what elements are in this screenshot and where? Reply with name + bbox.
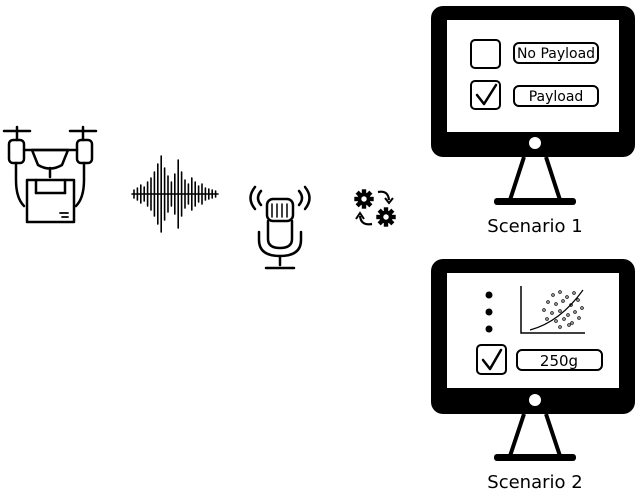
monitor-screen [447, 20, 619, 132]
checkmark-icon [475, 83, 498, 106]
result-value-box[interactable] [516, 349, 603, 371]
option-payload-label: Payload [529, 89, 584, 105]
power-button-icon [529, 137, 541, 149]
option-payload-box[interactable] [513, 85, 599, 107]
checkbox-no-payload[interactable] [470, 39, 501, 69]
scenario-2-label: Scenario 2 [487, 472, 582, 491]
monitor-scenario-1: No Payload Payload [431, 6, 635, 205]
option-no-payload-box[interactable] [513, 42, 599, 64]
microphone-icon [249, 185, 311, 270]
scenario-1-label: Scenario 1 [487, 216, 582, 237]
drone-with-package-icon [2, 125, 98, 224]
scatter-plot-icon [520, 286, 585, 334]
gears-processing-icon [354, 189, 396, 227]
power-button-icon [529, 394, 541, 406]
monitor-scenario-2: 250g [431, 259, 635, 461]
result-value-label: 250g [540, 352, 578, 370]
option-no-payload-label: No Payload [517, 46, 595, 62]
sound-wave-icon [131, 155, 219, 233]
vertical-ellipsis-icon [485, 291, 493, 333]
checkmark-icon [481, 348, 503, 371]
